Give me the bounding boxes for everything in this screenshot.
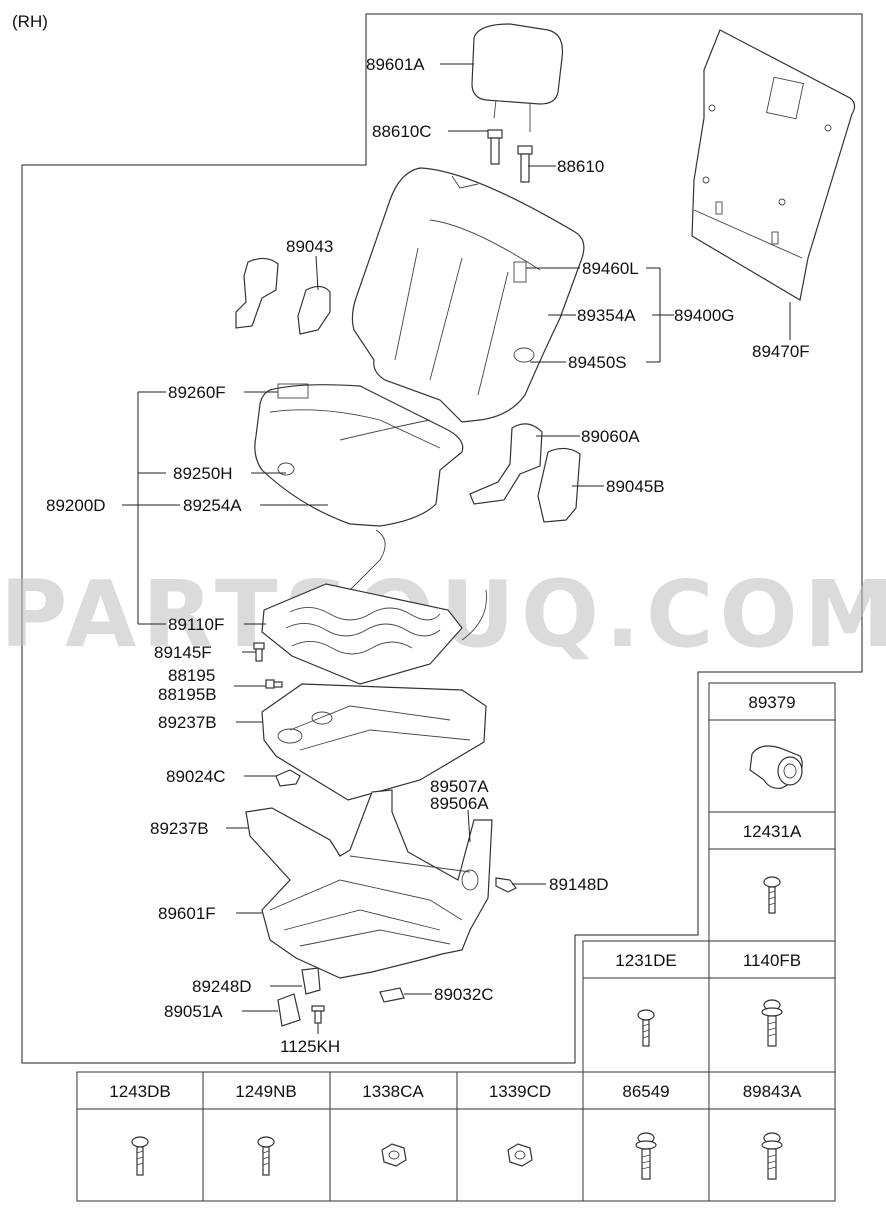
recliner-cover-89060A	[469, 423, 543, 505]
table-cell-header	[708, 682, 836, 721]
callout-89237b-a: 89237B	[158, 713, 217, 732]
screw-icon	[257, 1136, 275, 1176]
bolt-1125KH	[311, 1005, 325, 1024]
flange-bolt-icon	[761, 999, 783, 1047]
callout-88610: 88610	[557, 157, 604, 176]
flange-bolt-icon	[761, 1132, 783, 1180]
seat-pan	[261, 683, 487, 801]
push-clip-icon	[749, 745, 803, 789]
callout-88610c: 88610C	[372, 122, 432, 141]
bracket-89024C	[275, 769, 301, 787]
table-header-89379: 89379	[748, 693, 795, 712]
seatback-cushion	[351, 167, 585, 423]
table-header-1339cd: 1339CD	[489, 1082, 551, 1101]
recliner-cover-89045B	[537, 447, 581, 523]
headrest-guide-left	[487, 129, 503, 165]
callout-88195: 88195	[168, 666, 215, 685]
callout-89260f: 89260F	[168, 383, 226, 402]
callout-89354a: 89354A	[577, 306, 636, 325]
screw-icon	[763, 876, 781, 914]
callout-89145f: 89145F	[154, 643, 212, 662]
headrest-guide-right	[517, 145, 533, 183]
callout-89237b-b: 89237B	[150, 819, 209, 838]
side-cover-89043	[297, 285, 331, 335]
screw-89145F	[253, 642, 265, 662]
nut-icon	[507, 1143, 533, 1167]
table-header-86549: 86549	[622, 1082, 669, 1101]
callout-89045b: 89045B	[606, 477, 665, 496]
fastener-table: 89379 12431A 1231DE 1140FB 1243DB 1249NB…	[76, 682, 836, 1202]
callout-89110f: 89110F	[168, 615, 224, 634]
table-header-1338ca: 1338CA	[362, 1082, 424, 1101]
clip-89248D	[301, 967, 321, 995]
leader-lines	[122, 63, 791, 1034]
clip-89032C	[379, 987, 405, 1003]
table-header-1249nb: 1249NB	[235, 1082, 296, 1101]
callout-89051a: 89051A	[164, 1002, 223, 1021]
callout-89470f: 89470F	[752, 342, 810, 361]
side-label: (RH)	[12, 12, 48, 31]
callout-89060a: 89060A	[581, 427, 640, 446]
callout-89450s: 89450S	[568, 353, 627, 372]
callout-89043: 89043	[286, 237, 333, 256]
screw-icon	[637, 1009, 655, 1047]
callout-89200d: 89200D	[46, 496, 106, 515]
callout-89248d: 89248D	[192, 977, 252, 996]
callout-89024c: 89024C	[166, 767, 226, 786]
callout-labels: 89601A 88610C 88610 89043 89460L 89354A …	[46, 55, 810, 1056]
lever-89148D	[495, 877, 517, 893]
callout-89250h: 89250H	[173, 464, 233, 483]
table-header-1243db: 1243DB	[109, 1082, 170, 1101]
seatback-panel	[691, 29, 856, 301]
callout-89148d: 89148D	[549, 875, 609, 894]
headrest	[471, 23, 564, 132]
callout-89507a: 89507A	[430, 777, 489, 796]
callout-89601a-top: 89601A	[366, 55, 425, 74]
table-header-89843a: 89843A	[743, 1082, 802, 1101]
bolt-88195	[265, 679, 283, 689]
callout-89506a: 89506A	[430, 794, 489, 813]
cover-89051A	[277, 993, 301, 1027]
callout-89254a: 89254A	[183, 496, 242, 515]
table-header-1231de: 1231DE	[615, 951, 676, 970]
callout-89601f: 89601F	[158, 904, 216, 923]
table-header-1140fb: 1140FB	[743, 951, 801, 970]
nut-icon	[381, 1143, 407, 1167]
callout-89400g: 89400G	[674, 306, 735, 325]
table-cell-header	[708, 940, 836, 979]
callout-88195b: 88195B	[158, 685, 217, 704]
table-cell-header	[708, 811, 836, 850]
seat-cushion	[254, 383, 464, 527]
side-cover-left	[235, 257, 279, 329]
screw-icon	[131, 1136, 149, 1176]
callout-89032c: 89032C	[434, 985, 494, 1004]
diagram-boundary	[21, 13, 863, 1064]
seat-track-frame	[245, 789, 493, 979]
seat-frame-springs	[261, 529, 487, 685]
flange-bolt-icon	[635, 1132, 657, 1180]
callout-1125kh: 1125KH	[280, 1037, 340, 1056]
callout-89460l: 89460L	[582, 259, 639, 278]
table-header-12431a: 12431A	[743, 822, 802, 841]
